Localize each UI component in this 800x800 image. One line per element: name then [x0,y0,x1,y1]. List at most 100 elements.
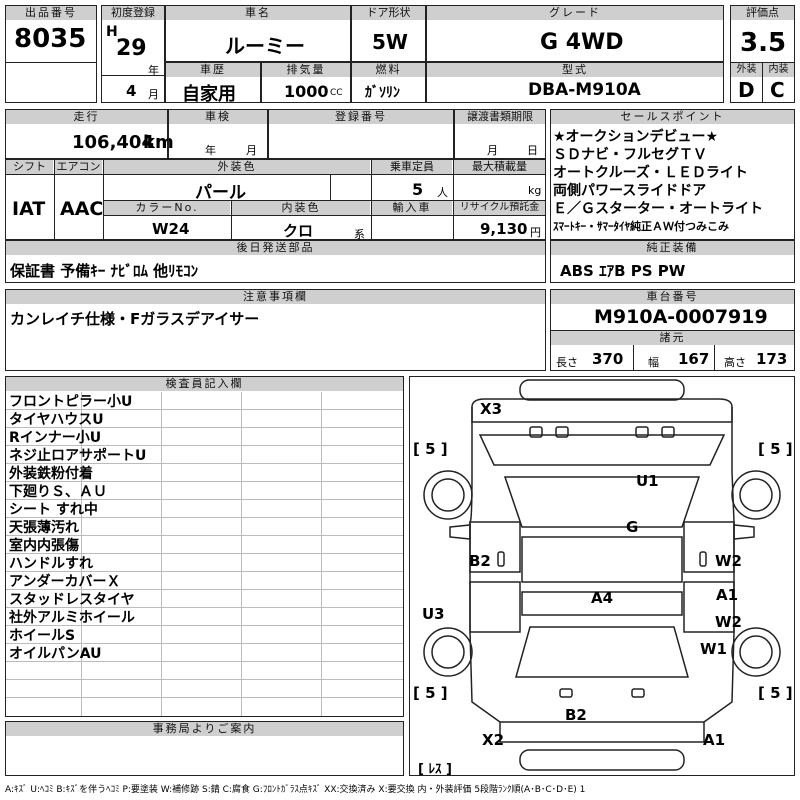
transfer-month-unit: 月 [487,144,498,157]
aircon-header: エアコン [55,160,102,174]
notes: カンレイチ仕様・Fガラスデアイサー [10,310,260,328]
tread-front-right: [ 5 ] [758,440,793,458]
damage-u1: U1 [636,472,659,490]
inspector-note: 下廻りＳ、ＡＵ [9,484,107,500]
inspector-header: 検査員記入欄 [6,377,403,391]
damage-u3: U3 [422,605,445,623]
tread-front-left: [ 5 ] [413,440,448,458]
inspector-box [5,376,404,717]
cc-unit: CC [330,88,343,98]
sales-point-item: 両側パワースライドドア [553,183,707,199]
person-unit: 人 [437,186,448,199]
width-label: 幅 [648,356,659,369]
damage-w2-right: W2 [715,552,742,570]
damage-x3: X3 [480,400,503,418]
chassis-number: M910A-0007919 [594,306,768,328]
damage-b2-bottom: B2 [565,706,587,724]
length: 370 [592,350,624,368]
mileage-box [5,109,168,159]
office-header: 事務局よりご案内 [6,722,403,736]
sales-point-item: ★オークションデビュー★ [553,129,719,145]
sales-point-item: ＳＤナビ・フルセグＴＶ [553,147,707,163]
sales-point-item: Ｅ／Ｇスターター・オートライト [553,201,763,217]
lot-number: 8035 [14,24,87,54]
inspector-note: オイルパンAU [9,646,102,662]
office-box [5,721,404,776]
inspector-note: 天張薄汚れ [9,520,79,536]
dims-header: 諸元 [551,331,794,345]
car-name-header: 車名 [166,6,350,20]
reg-date-box [101,5,165,103]
mileage: 106,404 [72,132,154,153]
int-color-header: 内装色 [232,201,370,215]
displacement-box [261,62,351,103]
door-header: ドア形状 [352,6,425,20]
door-type: 5W [372,30,408,54]
length-label: 長さ [556,356,578,369]
inspection-header: 車検 [169,110,267,124]
aircon: AAC [60,198,104,220]
color-number: W24 [152,220,190,238]
kg-unit: kg [528,184,542,197]
model-code-box [426,62,724,103]
inspector-note: シート すれ中 [9,502,98,518]
height: 173 [756,350,788,368]
door-box [351,5,426,62]
year-unit: 年 [148,64,159,77]
sales-point-header: セールスポイント [551,110,794,124]
width: 167 [678,350,710,368]
interior-header: 内装 [763,63,794,77]
damage-b2-left: B2 [469,552,491,570]
overall-score: 3.5 [740,28,787,58]
interior-score: C [770,78,785,102]
import-header: 輸入車 [372,201,452,215]
displacement: 1000 [284,82,329,101]
damage-x2: X2 [482,731,505,749]
transfer-box [454,109,546,159]
damage-a4: A4 [591,589,614,607]
inspector-note: タイヤハウスU [9,412,104,428]
color-no-header: カラーNo. [104,201,230,215]
transfer-header: 譲渡書類期限 [455,110,545,124]
inspector-note: ホイールS [9,628,76,644]
model-code-header: 型式 [427,63,723,77]
history-box [165,62,261,103]
max-load-header: 最大積載量 [454,160,545,174]
reg-number-box [268,109,454,159]
registration-year: 29 [116,36,147,61]
grade-box [426,5,724,62]
grade: G 4WD [540,30,624,55]
spare-tire: [ ﾚｽ ] [418,762,452,777]
damage-a1-bottom: A1 [703,731,726,749]
spec-box [5,159,546,240]
inspector-note: フロントピラー小U [9,394,133,410]
damage-g: G [626,518,639,536]
tread-rear-left: [ 5 ] [413,684,448,702]
shift-header: シフト [6,160,53,174]
inspector-note: スタッドレスタイヤ [9,592,135,608]
ext-color-header: 外装色 [104,160,370,174]
kei-unit: 系 [354,228,365,241]
inspection-month-unit: 月 [246,144,257,157]
later-parts-header: 後日発送部品 [6,241,545,255]
sales-point-item: ｽﾏｰﾄｷｰ・ｻﾏｰﾀｲﾔ純正ＡＷ付つみこみ [553,220,729,233]
car-name: ルーミー [225,34,305,58]
rating-header: 評価点 [731,6,794,20]
month-unit: 月 [148,88,159,101]
exterior-score: D [738,78,755,102]
genuine-equipment: ABS ｴｱB PS PW [560,262,686,280]
fuel-header: 燃料 [352,63,425,77]
genuine-header: 純正装備 [551,241,794,255]
inspection-box [168,109,268,159]
shift: IAT [12,198,46,220]
yen-unit: 円 [530,226,541,239]
sales-point-item: オートクルーズ・ＬＥＤライト [553,165,748,181]
chassis-header: 車台番号 [551,290,794,304]
capacity-header: 乗車定員 [372,160,452,174]
damage-w1: W1 [700,640,727,658]
exterior-header: 外装 [731,63,762,77]
fuel: ｶﾞｿﾘﾝ [365,85,400,101]
recycle-fee: 9,130 [480,220,528,238]
inspection-year-unit: 年 [205,144,216,157]
registration-month: 4 [126,82,137,100]
